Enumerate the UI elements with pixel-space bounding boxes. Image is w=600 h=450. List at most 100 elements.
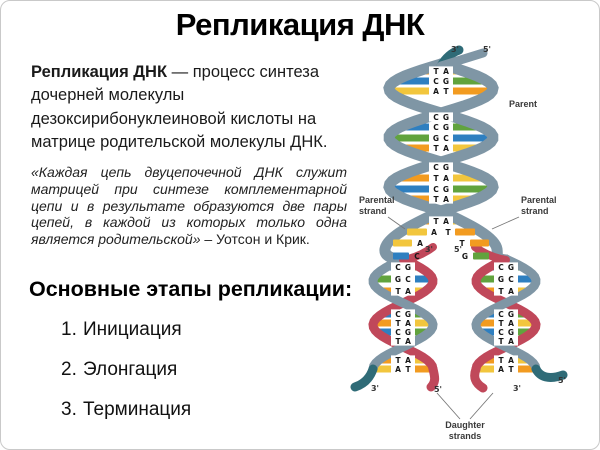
intro-paragraph: Репликация ДНК — процесс синтеза дочерне…	[31, 61, 351, 155]
svg-text:C: C	[433, 123, 439, 132]
daughter-strand-left-new	[368, 254, 438, 374]
svg-text:T: T	[443, 87, 449, 96]
daughter-right-5-tip	[531, 364, 568, 382]
svg-text:T: T	[498, 337, 504, 346]
svg-text:A: A	[443, 174, 449, 183]
svg-text:G: G	[405, 310, 411, 319]
daughter-strands-label: Daughter	[445, 420, 485, 430]
svg-text:T: T	[433, 144, 439, 153]
svg-text:G: G	[508, 328, 514, 337]
svg-text:C: C	[433, 77, 439, 86]
svg-text:C: C	[498, 310, 504, 319]
fork-3-prime-label: 3'	[425, 245, 433, 254]
svg-text:G: G	[443, 77, 449, 86]
svg-text:T: T	[459, 239, 465, 248]
daughter-strand-right-new	[471, 254, 541, 374]
svg-text:C: C	[498, 263, 504, 272]
svg-text:A: A	[443, 217, 449, 226]
intro-term: Репликация ДНК	[31, 63, 168, 81]
svg-text:A: A	[443, 144, 449, 153]
bottom-left-3-prime-label: 3'	[371, 384, 379, 393]
svg-text:T: T	[395, 319, 401, 328]
svg-text:G: G	[508, 310, 514, 319]
svg-text:A: A	[417, 239, 423, 248]
daughter-right-3-tip	[470, 364, 488, 393]
quote-attribution: – Уотсон и Крик.	[200, 231, 310, 248]
svg-text:T: T	[395, 287, 401, 296]
parental-strand-right-label: strand	[521, 206, 549, 216]
svg-text:G: G	[462, 252, 468, 261]
svg-text:G: G	[508, 263, 514, 272]
svg-text:C: C	[395, 328, 401, 337]
svg-text:G: G	[405, 263, 411, 272]
daughter-helix-left-template	[368, 254, 438, 374]
svg-text:C: C	[395, 263, 401, 272]
svg-text:A: A	[433, 87, 439, 96]
svg-text:T: T	[498, 356, 504, 365]
stage-number: 2.	[61, 359, 77, 380]
svg-text:C: C	[443, 134, 449, 143]
parent-strand-right	[383, 58, 499, 217]
svg-text:A: A	[508, 319, 514, 328]
svg-text:C: C	[395, 310, 401, 319]
svg-text:T: T	[433, 174, 439, 183]
parent-strand-left	[383, 58, 499, 217]
svg-text:T: T	[498, 287, 504, 296]
stage-label: Инициация	[83, 319, 182, 340]
svg-text:G: G	[405, 328, 411, 337]
svg-text:A: A	[443, 67, 449, 76]
svg-text:T: T	[433, 67, 439, 76]
svg-text:C: C	[508, 275, 514, 284]
svg-text:A: A	[405, 337, 411, 346]
stage-item-termination: 3. Терминация	[61, 399, 191, 421]
svg-text:T: T	[433, 217, 439, 226]
svg-text:C: C	[414, 252, 420, 261]
top-3-prime-label: 3'	[451, 45, 459, 54]
svg-text:C: C	[498, 328, 504, 337]
svg-text:G: G	[443, 123, 449, 132]
svg-text:G: G	[443, 113, 449, 122]
stage-label: Терминация	[83, 399, 192, 420]
stages-list: 1. Инициация 2.Элонгация 3. Терминация	[61, 319, 191, 439]
intro-rest: — процесс синтеза дочерней молекулы дезо…	[31, 63, 328, 152]
svg-text:A: A	[431, 228, 437, 237]
svg-text:A: A	[405, 356, 411, 365]
stage-number: 3.	[61, 399, 77, 420]
daughter-left-5-tip	[426, 364, 440, 392]
svg-text:A: A	[405, 287, 411, 296]
quote-paragraph: «Каждая цепь двуцепочечной ДНК служит ма…	[31, 164, 347, 248]
svg-text:T: T	[508, 365, 514, 374]
parent-label: Parent	[509, 99, 537, 109]
daughter-strands-label: strands	[449, 431, 482, 441]
svg-text:G: G	[498, 275, 504, 284]
svg-text:C: C	[433, 163, 439, 172]
svg-text:A: A	[395, 365, 401, 374]
svg-text:T: T	[395, 337, 401, 346]
stage-item-initiation: 1. Инициация	[61, 319, 191, 341]
bottom-right-3-prime-label: 3'	[513, 384, 521, 393]
parental-strand-left-label: strand	[359, 206, 387, 216]
parent-top-tip-5	[436, 48, 488, 71]
svg-text:T: T	[433, 195, 439, 204]
svg-text:C: C	[405, 275, 411, 284]
top-5-prime-label: 5'	[483, 45, 491, 54]
stage-item-elongation: 2.Элонгация	[61, 359, 191, 381]
svg-text:A: A	[508, 356, 514, 365]
stage-number: 1.	[61, 319, 77, 340]
strand-ribbons	[350, 45, 568, 393]
svg-text:A: A	[508, 337, 514, 346]
fork-5-prime-label: 5'	[454, 245, 462, 254]
svg-text:C: C	[433, 185, 439, 194]
svg-text:T: T	[498, 319, 504, 328]
stages-heading: Основные этапы репликации:	[29, 277, 353, 301]
svg-text:G: G	[443, 185, 449, 194]
bottom-left-5-prime-label: 5'	[434, 385, 442, 394]
svg-text:G: G	[395, 275, 401, 284]
bottom-right-5-prime-label: 5'	[558, 376, 566, 385]
svg-text:G: G	[443, 163, 449, 172]
svg-text:T: T	[405, 365, 411, 374]
